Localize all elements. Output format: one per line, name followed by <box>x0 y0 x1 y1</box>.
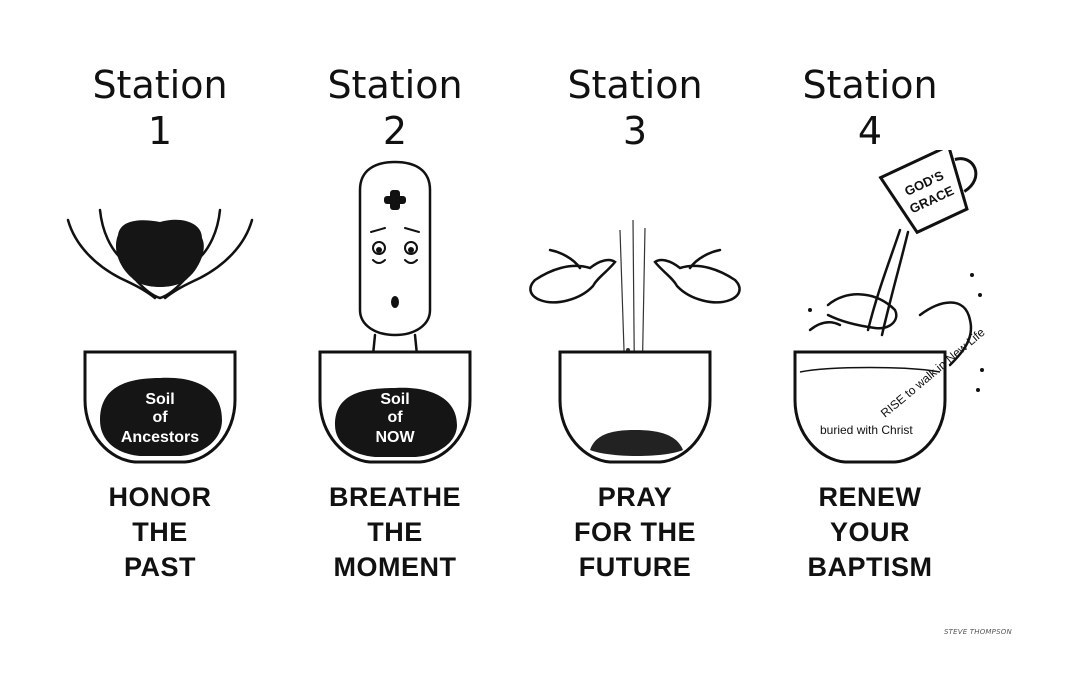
station-4: Station 4 GOD'S GRACE RISE to walk in Ne… <box>750 0 990 600</box>
pitcher-icon: GOD'S GRACE <box>878 150 978 235</box>
caption-line-1: BREATHE <box>328 482 461 512</box>
bowl-icon <box>793 350 947 464</box>
bowl-icon <box>83 350 237 464</box>
bowl-label-line-2: of <box>387 409 403 426</box>
bowl-label-line-3: NOW <box>375 429 415 446</box>
station-2: Station 2 Soil of NOW BREATHE <box>275 0 515 600</box>
station-word: Station <box>327 63 463 107</box>
station-title: Station 2 <box>275 62 515 154</box>
station-word: Station <box>92 63 228 107</box>
pouring-water-icon <box>808 228 973 367</box>
bowl-label-line-2: of <box>152 409 168 426</box>
station-3: Station 3 PRAY FOR THE FUTURE <box>515 0 755 600</box>
mouth-icon <box>391 296 399 308</box>
station-1: Station 1 Soil of Ancestors HONOR THE PA… <box>40 0 280 600</box>
station-number: 3 <box>622 109 648 153</box>
station-title: Station 1 <box>40 62 280 154</box>
station-title: Station 4 <box>750 62 990 154</box>
bowl-label-line-1: Soil <box>145 391 174 408</box>
station-number: 1 <box>147 109 173 153</box>
station-number: 2 <box>382 109 408 153</box>
caption-line-3: MOMENT <box>333 552 457 582</box>
station-3-illustration <box>529 219 741 464</box>
caption-line-3: FUTURE <box>578 552 692 582</box>
station-word: Station <box>802 63 938 107</box>
bowl-icon <box>558 350 712 464</box>
station-caption: HONOR THE PAST <box>40 480 280 585</box>
caption-line-1: HONOR <box>108 482 212 512</box>
caption-line-2: THE <box>132 517 188 547</box>
caption-line-1: RENEW <box>818 482 922 512</box>
bowl-icon <box>318 350 472 464</box>
station-4-illustration: GOD'S GRACE RISE to walk in New Life bur… <box>793 150 988 464</box>
artist-signature: STEVE THOMPSON <box>944 628 1012 636</box>
station-2-illustration: Soil of NOW <box>318 160 472 464</box>
station-word: Station <box>567 63 703 107</box>
caption-line-2: THE <box>367 517 423 547</box>
caption-line-3: PAST <box>123 552 196 582</box>
soil-handful-icon <box>115 219 204 287</box>
station-number: 4 <box>857 109 883 153</box>
station-caption: BREATHE THE MOMENT <box>275 480 515 585</box>
caption-line-2: FOR THE <box>574 517 696 547</box>
caption-line-3: BAPTISM <box>807 552 933 582</box>
buried-text: buried with Christ <box>820 423 913 437</box>
open-hands-icon <box>529 248 741 304</box>
station-title: Station 3 <box>515 62 755 154</box>
station-1-illustration: Soil of Ancestors <box>66 208 254 464</box>
station-caption: PRAY FOR THE FUTURE <box>515 480 755 585</box>
bowl-label-line-3: Ancestors <box>121 429 199 446</box>
bowl-label-line-1: Soil <box>380 391 409 408</box>
station-caption: RENEW YOUR BAPTISM <box>750 480 990 585</box>
caption-line-1: PRAY <box>597 482 673 512</box>
caption-line-2: YOUR <box>829 517 910 547</box>
ash-cross-icon <box>384 190 406 210</box>
